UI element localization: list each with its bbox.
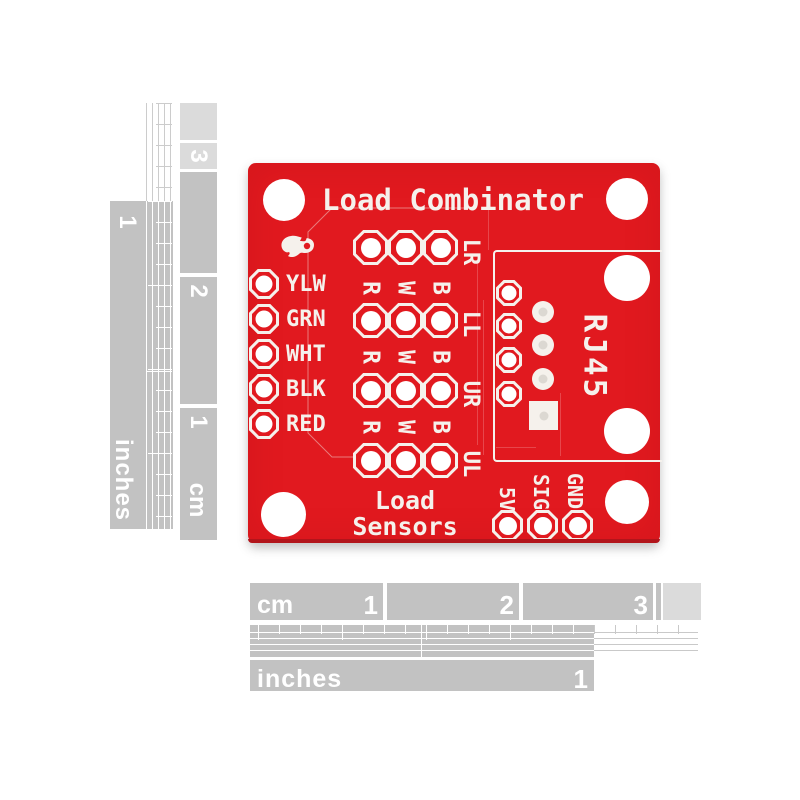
output-pad-gnd [562, 510, 593, 541]
board-caption-line2: Sensors [352, 512, 458, 541]
bottom-ruler-inch-number: 1 [573, 664, 588, 694]
header-pad [353, 303, 388, 338]
output-label-5v: 5V [495, 486, 519, 512]
board-bottom-edge [248, 539, 660, 543]
rj45-pad [496, 347, 522, 373]
bottom-ruler-cm-number-2: 2 [499, 590, 514, 620]
bottom-ruler-ticks-faded [594, 625, 698, 634]
pin-letter-w: W [392, 420, 419, 434]
sensor-row-label-ll: LL [458, 310, 483, 338]
wire-pad-ylw [249, 269, 279, 299]
header-pad [388, 303, 423, 338]
trace [477, 255, 478, 445]
header-pad [388, 373, 423, 408]
bottom-ruler-cm-number-3: 3 [633, 590, 648, 620]
wire-label-wht: WHT [286, 342, 326, 367]
sensor-row-label-ul: UL [458, 450, 483, 478]
trace [488, 210, 489, 250]
rj45-post-hole-bottom [604, 408, 650, 454]
mounting-hole-top-left [263, 179, 305, 221]
silk-outline [307, 207, 472, 458]
wire-pad-blk [249, 374, 279, 404]
bottom-ruler-halfinch-mark [421, 625, 422, 657]
pin-letter-r: R [357, 350, 384, 364]
pin-letter-b: B [427, 350, 454, 364]
header-pad [423, 443, 458, 478]
trace [560, 393, 561, 456]
output-pad-sig [527, 510, 558, 541]
wire-pad-grn [249, 304, 279, 334]
rj45-pad [496, 381, 522, 407]
header-pad [388, 230, 423, 265]
wire-label-ylw: YLW [286, 272, 326, 297]
left-ruler-cm-number-2: 2 [185, 284, 212, 298]
header-pad [353, 443, 388, 478]
rj45-pad [532, 301, 554, 323]
wire-label-blk: BLK [286, 377, 326, 402]
trace [483, 300, 484, 455]
board-title: Load Combinator [322, 183, 584, 217]
rj45-pad [532, 334, 554, 356]
header-pad [353, 230, 388, 265]
rj45-pad [532, 368, 554, 390]
output-pad-5v [492, 510, 523, 541]
rj45-pad [496, 280, 522, 306]
left-ruler-inch-number: 1 [114, 215, 141, 229]
pin-letter-w: W [392, 281, 419, 295]
bottom-ruler-inches-label: inches [257, 665, 343, 693]
output-label-sig: SIG [529, 473, 553, 511]
trace [496, 447, 536, 448]
mounting-hole-top-right [606, 178, 648, 220]
wire-pad-red [249, 409, 279, 439]
mounting-hole-bottom-right [605, 480, 649, 524]
left-ruler-cm-label: cm [184, 482, 211, 518]
pcb-board: Load Combinator YLW GRN WHT BLK RED LR R… [248, 163, 662, 543]
header-pad [388, 443, 423, 478]
wire-label-grn: GRN [286, 307, 326, 332]
left-ruler-cm-number-1: 1 [185, 415, 212, 429]
pin-letter-b: B [427, 281, 454, 295]
rj45-square-pad [529, 401, 558, 430]
header-pad [423, 303, 458, 338]
pin-letter-w: W [392, 350, 419, 364]
mounting-hole-bottom-left [261, 492, 306, 537]
pin-letter-r: R [357, 420, 384, 434]
sensor-row-label-lr: LR [458, 238, 483, 266]
pin-letter-r: R [357, 281, 384, 295]
sparkfun-flame-icon [281, 235, 314, 258]
rj45-footprint-outline [493, 250, 662, 462]
rj45-label: RJ45 [576, 313, 613, 401]
wire-label-red: RED [286, 412, 326, 437]
left-ruler-inches-label: inches [110, 438, 137, 522]
sensor-row-label-ur: UR [458, 380, 483, 408]
output-label-gnd: GND [563, 472, 587, 510]
header-pad [353, 373, 388, 408]
bottom-ruler-cm-label: cm [257, 591, 294, 619]
bottom-ruler-cm-number-1: 1 [363, 590, 378, 620]
left-ruler-halfinch-mark [146, 371, 172, 372]
left-ruler-ticks-faded [156, 103, 172, 201]
rj45-pad [496, 313, 522, 339]
left-ruler-cm-number-3: 3 [185, 149, 212, 163]
pin-letter-b: B [427, 420, 454, 434]
rj45-post-hole-top [604, 255, 650, 301]
wire-pad-wht [249, 339, 279, 369]
header-pad [423, 230, 458, 265]
header-pad [423, 373, 458, 408]
board-caption-line1: Load [374, 486, 436, 515]
